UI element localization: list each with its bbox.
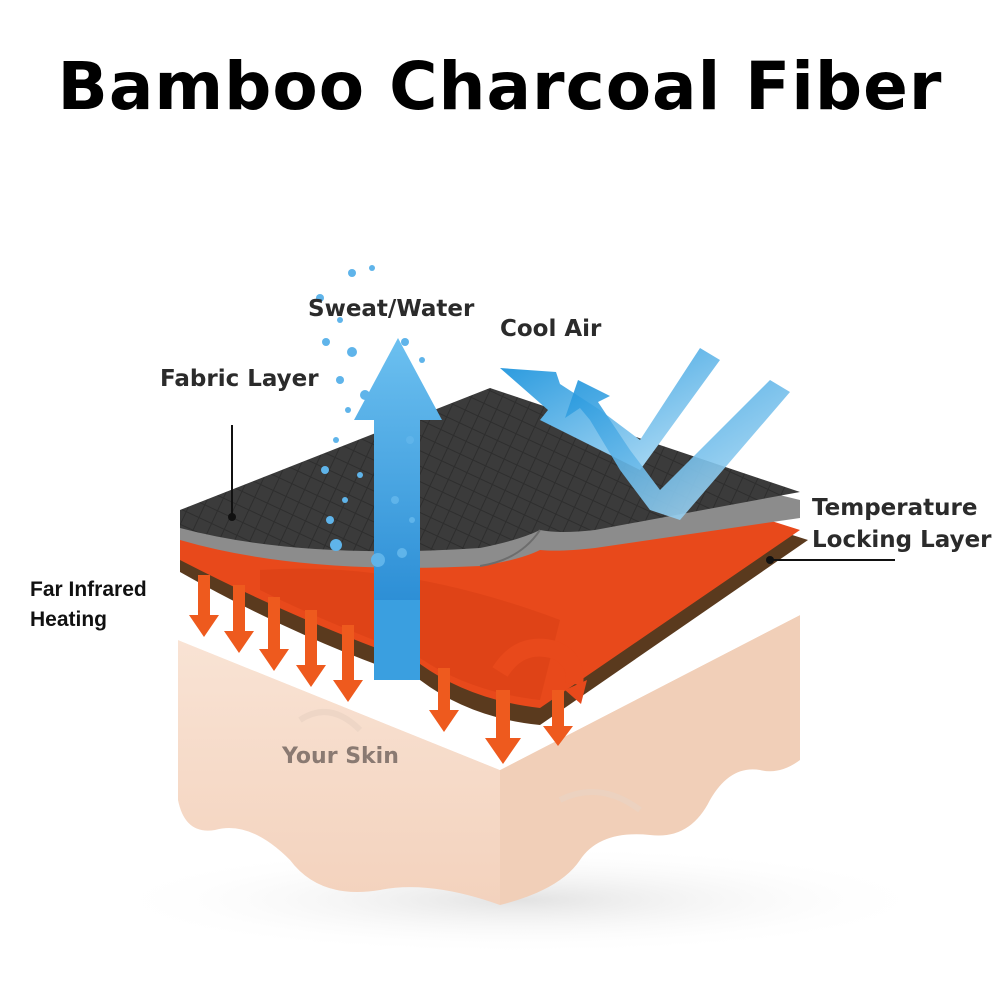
heat-arrow (259, 597, 289, 671)
far-infrared-label: Far Infrared Heating (30, 575, 147, 635)
heat-arrow (296, 610, 326, 687)
fabric-top (180, 388, 800, 552)
cool-air-arrows (500, 348, 790, 520)
heat-arrow (543, 690, 573, 746)
cool-air-arrow (565, 380, 790, 520)
far-infrared-arrows (189, 575, 573, 764)
far-infrared-line2: Heating (30, 608, 108, 631)
heat-arrow (429, 668, 459, 732)
heat-arrow (224, 585, 254, 653)
heat-arrow (189, 575, 219, 637)
page-title: Bamboo Charcoal Fiber (57, 48, 943, 125)
cool-air-arrow (500, 348, 720, 470)
sweat-arrow-lower (374, 598, 420, 680)
skin-right-face (500, 615, 800, 905)
sweat-label: Sweat/Water (308, 296, 475, 322)
cool-air-label: Cool Air (500, 316, 602, 342)
temperature-locking-label: Temperature Locking Layer (812, 492, 992, 556)
temperature-label-line1: Temperature (812, 495, 978, 521)
heat-circulation-arrow (492, 638, 584, 686)
water-droplets (316, 265, 425, 567)
sweat-arrow (354, 338, 442, 600)
skin-left-face (178, 640, 500, 905)
heat-arrow (485, 690, 521, 764)
your-skin-label: Your Skin (282, 744, 399, 769)
fabric-layer-label: Fabric Layer (160, 366, 319, 392)
fabric-layer (180, 388, 800, 568)
far-infrared-line1: Far Infrared (30, 578, 147, 601)
heat-arrow (333, 625, 363, 702)
temperature-label-line2: Locking Layer (812, 527, 992, 553)
